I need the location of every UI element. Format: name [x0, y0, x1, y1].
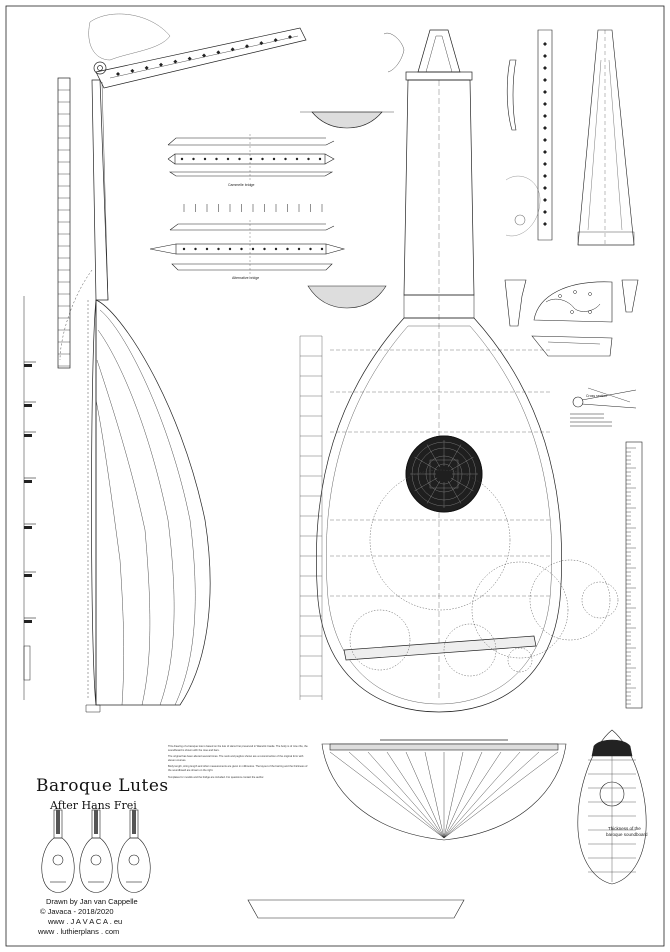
sheet-subtitle: After Hans Frei [50, 799, 137, 812]
description-notes: This drawing of a baroque lute is based … [168, 745, 308, 782]
note-paragraph: Templates for moulds and the bridge are … [168, 775, 265, 779]
front-nut [405, 71, 473, 81]
sheet-title: Baroque Lutes [36, 776, 169, 796]
front-measurement-grid [299, 335, 323, 700]
peg-ornament [505, 175, 541, 237]
credit-website-luthierplans[interactable]: www . luthierplans . com [38, 927, 120, 936]
bridge-1-front [169, 171, 334, 177]
edge-section-markers [23, 296, 36, 700]
front-scroll-ornament [383, 32, 405, 73]
lute-thumbnails [41, 809, 151, 893]
bridge-2-front [171, 263, 333, 271]
side-pegbox [95, 27, 307, 89]
bridge-profile-top [311, 111, 383, 129]
bridge-2-label: Alternative bridge [232, 276, 260, 280]
scale-ruler-right [625, 441, 643, 709]
bridge-2-top [175, 243, 327, 255]
neck-plan [577, 29, 635, 246]
bridge-profile-bottom [307, 285, 387, 309]
soundboard-thickness-diagram [577, 729, 647, 885]
front-pegbox [417, 29, 461, 73]
mould-plan [321, 739, 567, 841]
bridge-1-side [167, 137, 335, 146]
mould-outline [321, 743, 567, 841]
note-paragraph: Body length, string length and other mea… [168, 765, 308, 772]
side-scale-ruler [57, 77, 71, 369]
side-neck [91, 79, 109, 301]
small-parts [504, 279, 639, 427]
cross-section-label: Cross section [586, 394, 608, 398]
end-block [504, 279, 527, 327]
credit-website-javaca[interactable]: www . J A V A C A . eu [48, 917, 123, 926]
side-body [91, 299, 211, 706]
side-view [57, 13, 307, 713]
rib-section [506, 59, 517, 131]
soundboard-label-line1: Thickness of the [608, 826, 641, 831]
pegbox-nut-circle [93, 61, 107, 75]
credit-copyright: © Javaca - 2018/2020 [40, 907, 114, 916]
cross-section-circle [572, 396, 584, 408]
soundboard-outline [577, 729, 647, 885]
peg-strip [537, 29, 553, 241]
fingerboard-details [505, 29, 635, 246]
bridge-template [247, 899, 465, 919]
soundboard-label-line2: baroque soundboard [606, 832, 648, 837]
bridge-drawings [149, 111, 394, 309]
sheet-frame [5, 5, 665, 947]
bridge-2-side [169, 223, 335, 231]
note-paragraph: This drawing of a baroque lute is based … [168, 745, 308, 752]
note-paragraph: The original has been altered several ti… [168, 755, 304, 762]
neck-block [533, 281, 613, 323]
pegbox-ornament [88, 13, 171, 61]
neck-joint-section [621, 279, 639, 313]
front-body [316, 317, 562, 713]
fingerboard-end [531, 335, 613, 357]
credit-author: Drawn by Jan van Cappelle [46, 897, 138, 906]
front-view [316, 29, 619, 713]
bridge-1-label: Cammelle bridge [228, 183, 255, 187]
front-bridge [343, 635, 537, 661]
